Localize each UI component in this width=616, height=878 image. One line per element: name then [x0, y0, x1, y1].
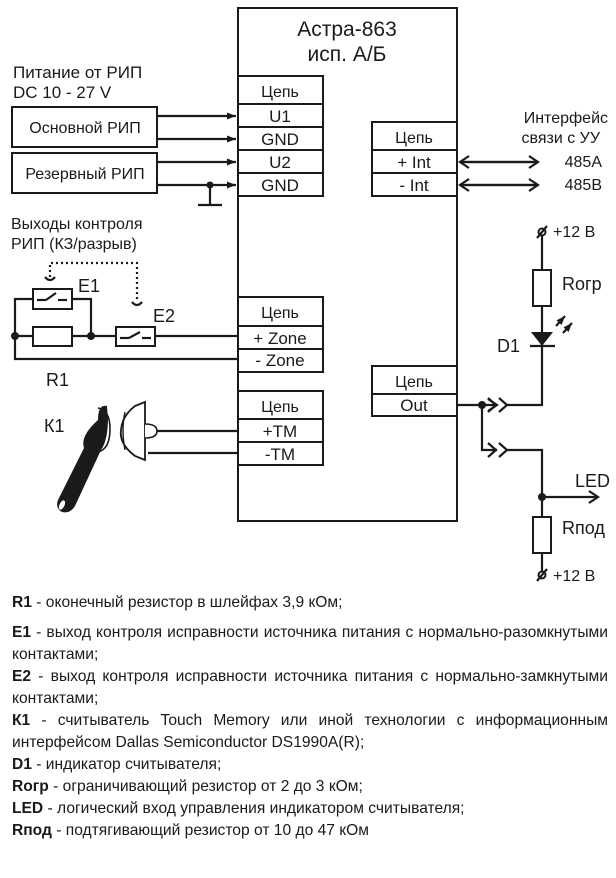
- interface-label-2: связи с УУ: [522, 130, 601, 147]
- led-label: LED: [575, 471, 610, 491]
- legend-term: Rогр: [12, 778, 49, 795]
- r1-resistor-icon: [32, 326, 73, 347]
- label-485a: 485A: [565, 154, 603, 171]
- main-psu-box: Основной РИП: [11, 106, 158, 148]
- legend-item-e1: E1 - выход контроля исправности источник…: [12, 622, 608, 666]
- psu-monitor-label-2: РИП (КЗ/разрыв): [11, 236, 137, 253]
- legend-term: К1: [12, 712, 31, 729]
- power-terminal-block: Цепь U1 GND U2 GND: [237, 75, 324, 197]
- supply-top-terminal-icon: [536, 225, 548, 239]
- r-limit-label: Rогр: [562, 274, 602, 294]
- legend-term: E1: [12, 624, 32, 641]
- legend-term: E2: [12, 668, 32, 685]
- legend-text: - выход контроля исправности источника п…: [12, 668, 608, 707]
- legend-text: - индикатор считывателя;: [31, 756, 222, 773]
- zone-block-header: Цепь: [261, 305, 299, 322]
- e2-indicator-icon: [131, 301, 143, 307]
- out-terminal-block: Цепь Out: [371, 365, 458, 417]
- backup-psu-box: Резервный РИП: [11, 152, 158, 194]
- r-pullup-label: Rпод: [562, 518, 605, 538]
- main-psu-label: Основной РИП: [29, 120, 140, 137]
- tm-block-header: Цепь: [261, 399, 299, 416]
- ground-icon: [198, 185, 222, 207]
- interface-terminal-block: Цепь + Int - Int: [371, 121, 458, 197]
- device-title: Астра-863: [297, 18, 397, 41]
- led-diode-icon: [530, 315, 573, 348]
- pin-gnd-2: GND: [261, 176, 299, 195]
- pin-u1: U1: [269, 107, 291, 126]
- supply-bottom-label: +12 В: [553, 568, 595, 585]
- e2-label: E2: [153, 306, 175, 326]
- out-block-header: Цепь: [395, 374, 433, 391]
- legend-item-r-limit: Rогр - ограничивающий резистор от 2 до 3…: [12, 776, 608, 798]
- zone-wiring: [11, 297, 238, 361]
- reader-probe-icon: [119, 400, 158, 462]
- pin-plus-zone: + Zone: [253, 329, 306, 348]
- e1-contact-icon: [32, 288, 73, 310]
- power-block-header: Цепь: [261, 84, 299, 101]
- r-limit-resistor-icon: [532, 269, 552, 307]
- legend-text: - оконечный резистор в шлейфах 3,9 кОм;: [31, 594, 343, 611]
- pin-minus-tm: -TM: [265, 445, 295, 464]
- legend-text: - ограничивающий резистор от 2 до 3 кОм;: [48, 778, 363, 795]
- pin-plus-int: + Int: [397, 153, 431, 172]
- legend-item-r-pullup: Rпод - подтягивающий резистор от 10 до 4…: [12, 820, 608, 842]
- pin-minus-zone: - Zone: [255, 351, 304, 370]
- interface-block-header: Цепь: [395, 130, 433, 147]
- e1-label: E1: [78, 276, 100, 296]
- e1-indicator-icon: [44, 276, 56, 282]
- label-485b: 485B: [565, 177, 602, 194]
- pin-gnd-1: GND: [261, 130, 299, 149]
- out-wiring: [457, 344, 544, 519]
- legend-term: D1: [12, 756, 32, 773]
- legend: R1 - оконечный резистор в шлейфах 3,9 кО…: [12, 592, 608, 842]
- legend-item-led: LED - логический вход управления индикат…: [12, 798, 608, 820]
- legend-text: - выход контроля исправности источника п…: [12, 624, 608, 663]
- legend-text: - считыватель Touch Memory или иной техн…: [12, 712, 608, 751]
- pin-minus-int: - Int: [399, 176, 429, 195]
- diode-label: D1: [497, 336, 520, 356]
- device-subtitle: исп. А/Б: [308, 43, 387, 66]
- legend-item-r1: R1 - оконечный резистор в шлейфах 3,9 кО…: [12, 592, 608, 614]
- power-label-1: Питание от РИП: [13, 63, 142, 82]
- psu-monitor-label-1: Выходы контроля: [11, 216, 143, 233]
- supply-bottom-terminal-icon: [536, 568, 548, 582]
- legend-term: LED: [12, 800, 44, 817]
- k1-label: К1: [44, 416, 65, 436]
- r1-label: R1: [46, 370, 69, 390]
- legend-text: - логический вход управления индикатором…: [43, 800, 465, 817]
- power-label-2: DC 10 - 27 V: [13, 83, 112, 102]
- wiring-diagram: Астра-863 исп. А/Б Цепь U1 GND U2 GND Це…: [11, 7, 610, 585]
- pin-plus-tm: +TM: [263, 422, 297, 441]
- supply-top-label: +12 В: [553, 224, 595, 241]
- legend-item-e2: E2 - выход контроля исправности источник…: [12, 666, 608, 710]
- legend-text: - подтягивающий резистор от 10 до 47 кОм: [51, 822, 369, 839]
- pin-out: Out: [400, 396, 428, 415]
- e2-contact-icon: [115, 326, 156, 347]
- legend-term: Rпод: [12, 822, 52, 839]
- legend-item-k1: К1 - считыватель Touch Memory или иной т…: [12, 710, 608, 754]
- legend-term: R1: [12, 594, 32, 611]
- zone-terminal-block: Цепь + Zone - Zone: [237, 296, 324, 373]
- r-pullup-resistor-icon: [532, 516, 552, 554]
- touch-memory-key-icon: [57, 405, 111, 513]
- backup-psu-label: Резервный РИП: [25, 166, 144, 183]
- tm-terminal-block: Цепь +TM -TM: [237, 390, 324, 466]
- interface-label-1: Интерфейс: [524, 110, 608, 127]
- monitor-dotted-link: [48, 261, 139, 300]
- legend-item-d1: D1 - индикатор считывателя;: [12, 754, 608, 776]
- pin-u2: U2: [269, 153, 291, 172]
